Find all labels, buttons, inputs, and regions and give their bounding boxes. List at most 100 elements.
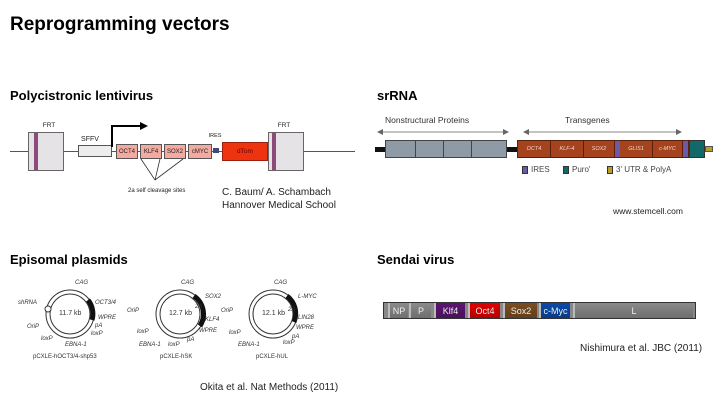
legend-label: 3' UTR & PolyA — [616, 165, 672, 174]
plasmid-feature-label: WPRE — [98, 315, 116, 321]
transgene-cmyc: c-MYC — [653, 141, 683, 157]
legend-swatch — [607, 165, 613, 174]
plasmid-name: pCXLE-hOCT3/4-shp53 — [33, 354, 97, 360]
plasmid-name: pCXLE-hSK — [160, 354, 193, 360]
plasmid-feature-label: L-MYC — [298, 294, 317, 300]
legend-utr-polya: 3' UTR & PolyA — [607, 165, 671, 174]
plasmid-feature-label: EBNA-1 — [65, 342, 87, 348]
transgene-klf4: KLF-4 — [551, 141, 584, 157]
legend-ires: IRES — [522, 165, 550, 174]
nonstructural-label: Nonstructural Proteins — [385, 115, 470, 125]
transgene-glis1: GLIS1 — [620, 141, 653, 157]
episomal-citation: Okita et al. Nat Methods (2011) — [200, 382, 339, 393]
frt-right-bar — [272, 133, 276, 170]
srrna-citation: www.stemcell.com — [613, 206, 683, 216]
transgene-sox2: SOX2 — [584, 141, 615, 157]
plasmid-feature-label: CAG — [274, 280, 288, 286]
legend-puro: Puro' — [563, 165, 590, 174]
ires-element — [683, 141, 688, 157]
gene-oct4: OCT4 — [116, 144, 138, 159]
plasmid-feature-label: pA — [187, 337, 195, 343]
plasmid-feature-label: pA — [292, 334, 300, 340]
transgene-block: OCT4 KLF-4 SOX2 GLIS1 c-MYC — [517, 140, 689, 158]
plasmid-feature-label: WPRE — [199, 328, 217, 334]
gene-cassette: OCT4 KLF4 SOX2 cMYC — [116, 144, 212, 159]
episomal-heading: Episomal plasmids — [10, 252, 128, 267]
srrna-construct: OCT4 KLF-4 SOX2 GLIS1 c-MYC — [375, 140, 713, 160]
srrna-range-arrows — [377, 129, 682, 135]
lentivirus-diagram: FRT SFFV OCT4 KLF4 SOX2 cMYC IRES dTom F… — [10, 118, 355, 188]
plasmid-feature-label: loxP — [229, 330, 241, 336]
plasmid-size: 11.7 kb — [59, 310, 82, 317]
utr-polya-element — [705, 146, 713, 152]
nsp-divider — [443, 141, 444, 157]
plasmid-name: pCXLE-hUL — [256, 354, 289, 360]
srrna-linker — [507, 147, 517, 152]
sendai-segment-c-myc: c-Myc — [539, 303, 570, 318]
reporter-dtom: dTom — [222, 142, 268, 161]
sendai-citation: Nishimura et al. JBC (2011) — [580, 343, 703, 354]
plasmid-feature-label: loxP — [168, 342, 180, 348]
plasmid-map: 11.7 kb CAG OCT3/4 WPRE pA loxP EBNA-1 l… — [15, 280, 125, 360]
legend-label: Puro' — [572, 165, 591, 174]
lentivirus-citation-line1: C. Baum/ A. Schambach — [222, 187, 331, 198]
srrna-5prime-cap — [375, 147, 385, 152]
plasmid-feature-label: loxP — [137, 329, 149, 335]
srrna-heading: srRNA — [377, 88, 418, 103]
plasmid-feature-label: pA — [95, 323, 103, 329]
nsp-divider — [415, 141, 416, 157]
transgene-oct4: OCT4 — [518, 141, 551, 157]
sendai-segment-klf4: Klf4 — [434, 303, 465, 318]
frt-right-box — [268, 132, 304, 171]
plasmid-feature-label: EBNA-1 — [139, 342, 161, 348]
ires-label: IRES — [208, 133, 222, 139]
cleavage-site-pointers — [140, 158, 184, 181]
sendai-segment-l: L — [573, 303, 693, 318]
lentivirus-heading: Polycistronic lentivirus — [10, 88, 154, 103]
plasmid-feature-label: 2A — [288, 307, 296, 313]
legend-label: IRES — [531, 165, 550, 174]
sendai-segment-np: NP — [388, 303, 408, 318]
plasmid-size: 12.1 kb — [262, 310, 285, 317]
plasmid-size: 12.7 kb — [169, 310, 192, 317]
plasmid-map: 12.7 kb CAG SOX2 2A KLF4 WPRE pA loxP EB… — [125, 280, 235, 360]
gene-sox2: SOX2 — [164, 144, 186, 159]
lentivirus-citation-line2: Hannover Medical School — [222, 200, 336, 211]
sendai-heading: Sendai virus — [377, 252, 455, 267]
puro-element — [689, 140, 705, 158]
cleavage-sites-label: 2a self cleavage sites — [128, 188, 186, 194]
plasmid-feature-label: OriP — [221, 308, 233, 314]
plasmid-feature-label: OriP — [27, 324, 39, 330]
plasmid-feature-label: loxP — [283, 340, 295, 346]
plasmid-feature-label: SOX2 — [205, 294, 222, 300]
gene-klf4: KLF4 — [140, 144, 162, 159]
sendai-segment-sox2: Sox2 — [503, 303, 537, 318]
frt-right-label: FRT — [277, 122, 291, 129]
plasmid-feature-label: CAG — [181, 280, 195, 286]
plasmid-feature-label: OCT3/4 — [95, 300, 117, 306]
sendai-segment-oct4: Oct4 — [468, 303, 500, 318]
legend-swatch — [563, 165, 569, 174]
plasmid-feature-label: shRNA — [18, 300, 38, 306]
legend-swatch — [522, 165, 528, 174]
plasmid-feature-label: 2A — [195, 304, 203, 310]
transcription-start-arrow-icon — [111, 122, 148, 147]
plasmid-feature-label: OriP — [127, 308, 139, 314]
plasmid-feature-label: EBNA-1 — [238, 342, 260, 348]
plasmid-map: 12.1 kb CAG L-MYC 2A LIN28 WPRE pA loxP … — [218, 280, 328, 360]
plasmid-ring — [44, 289, 96, 339]
ires-element — [213, 148, 219, 153]
plasmid-feature-label: LIN28 — [298, 315, 315, 321]
frt-left-label: FRT — [42, 122, 56, 129]
sendai-segment-p: P — [409, 303, 431, 318]
plasmid-ring — [155, 289, 206, 339]
sffv-promoter-box — [78, 145, 112, 157]
slide-title: Reprogramming vectors — [10, 14, 230, 35]
plasmid-feature-label: WPRE — [296, 325, 314, 331]
plasmid-ring — [248, 289, 299, 339]
gene-cmyc: cMYC — [188, 144, 212, 159]
ires-element — [615, 141, 620, 157]
plasmid-feature-label: loxP — [91, 331, 103, 337]
nsp-divider — [471, 141, 472, 157]
